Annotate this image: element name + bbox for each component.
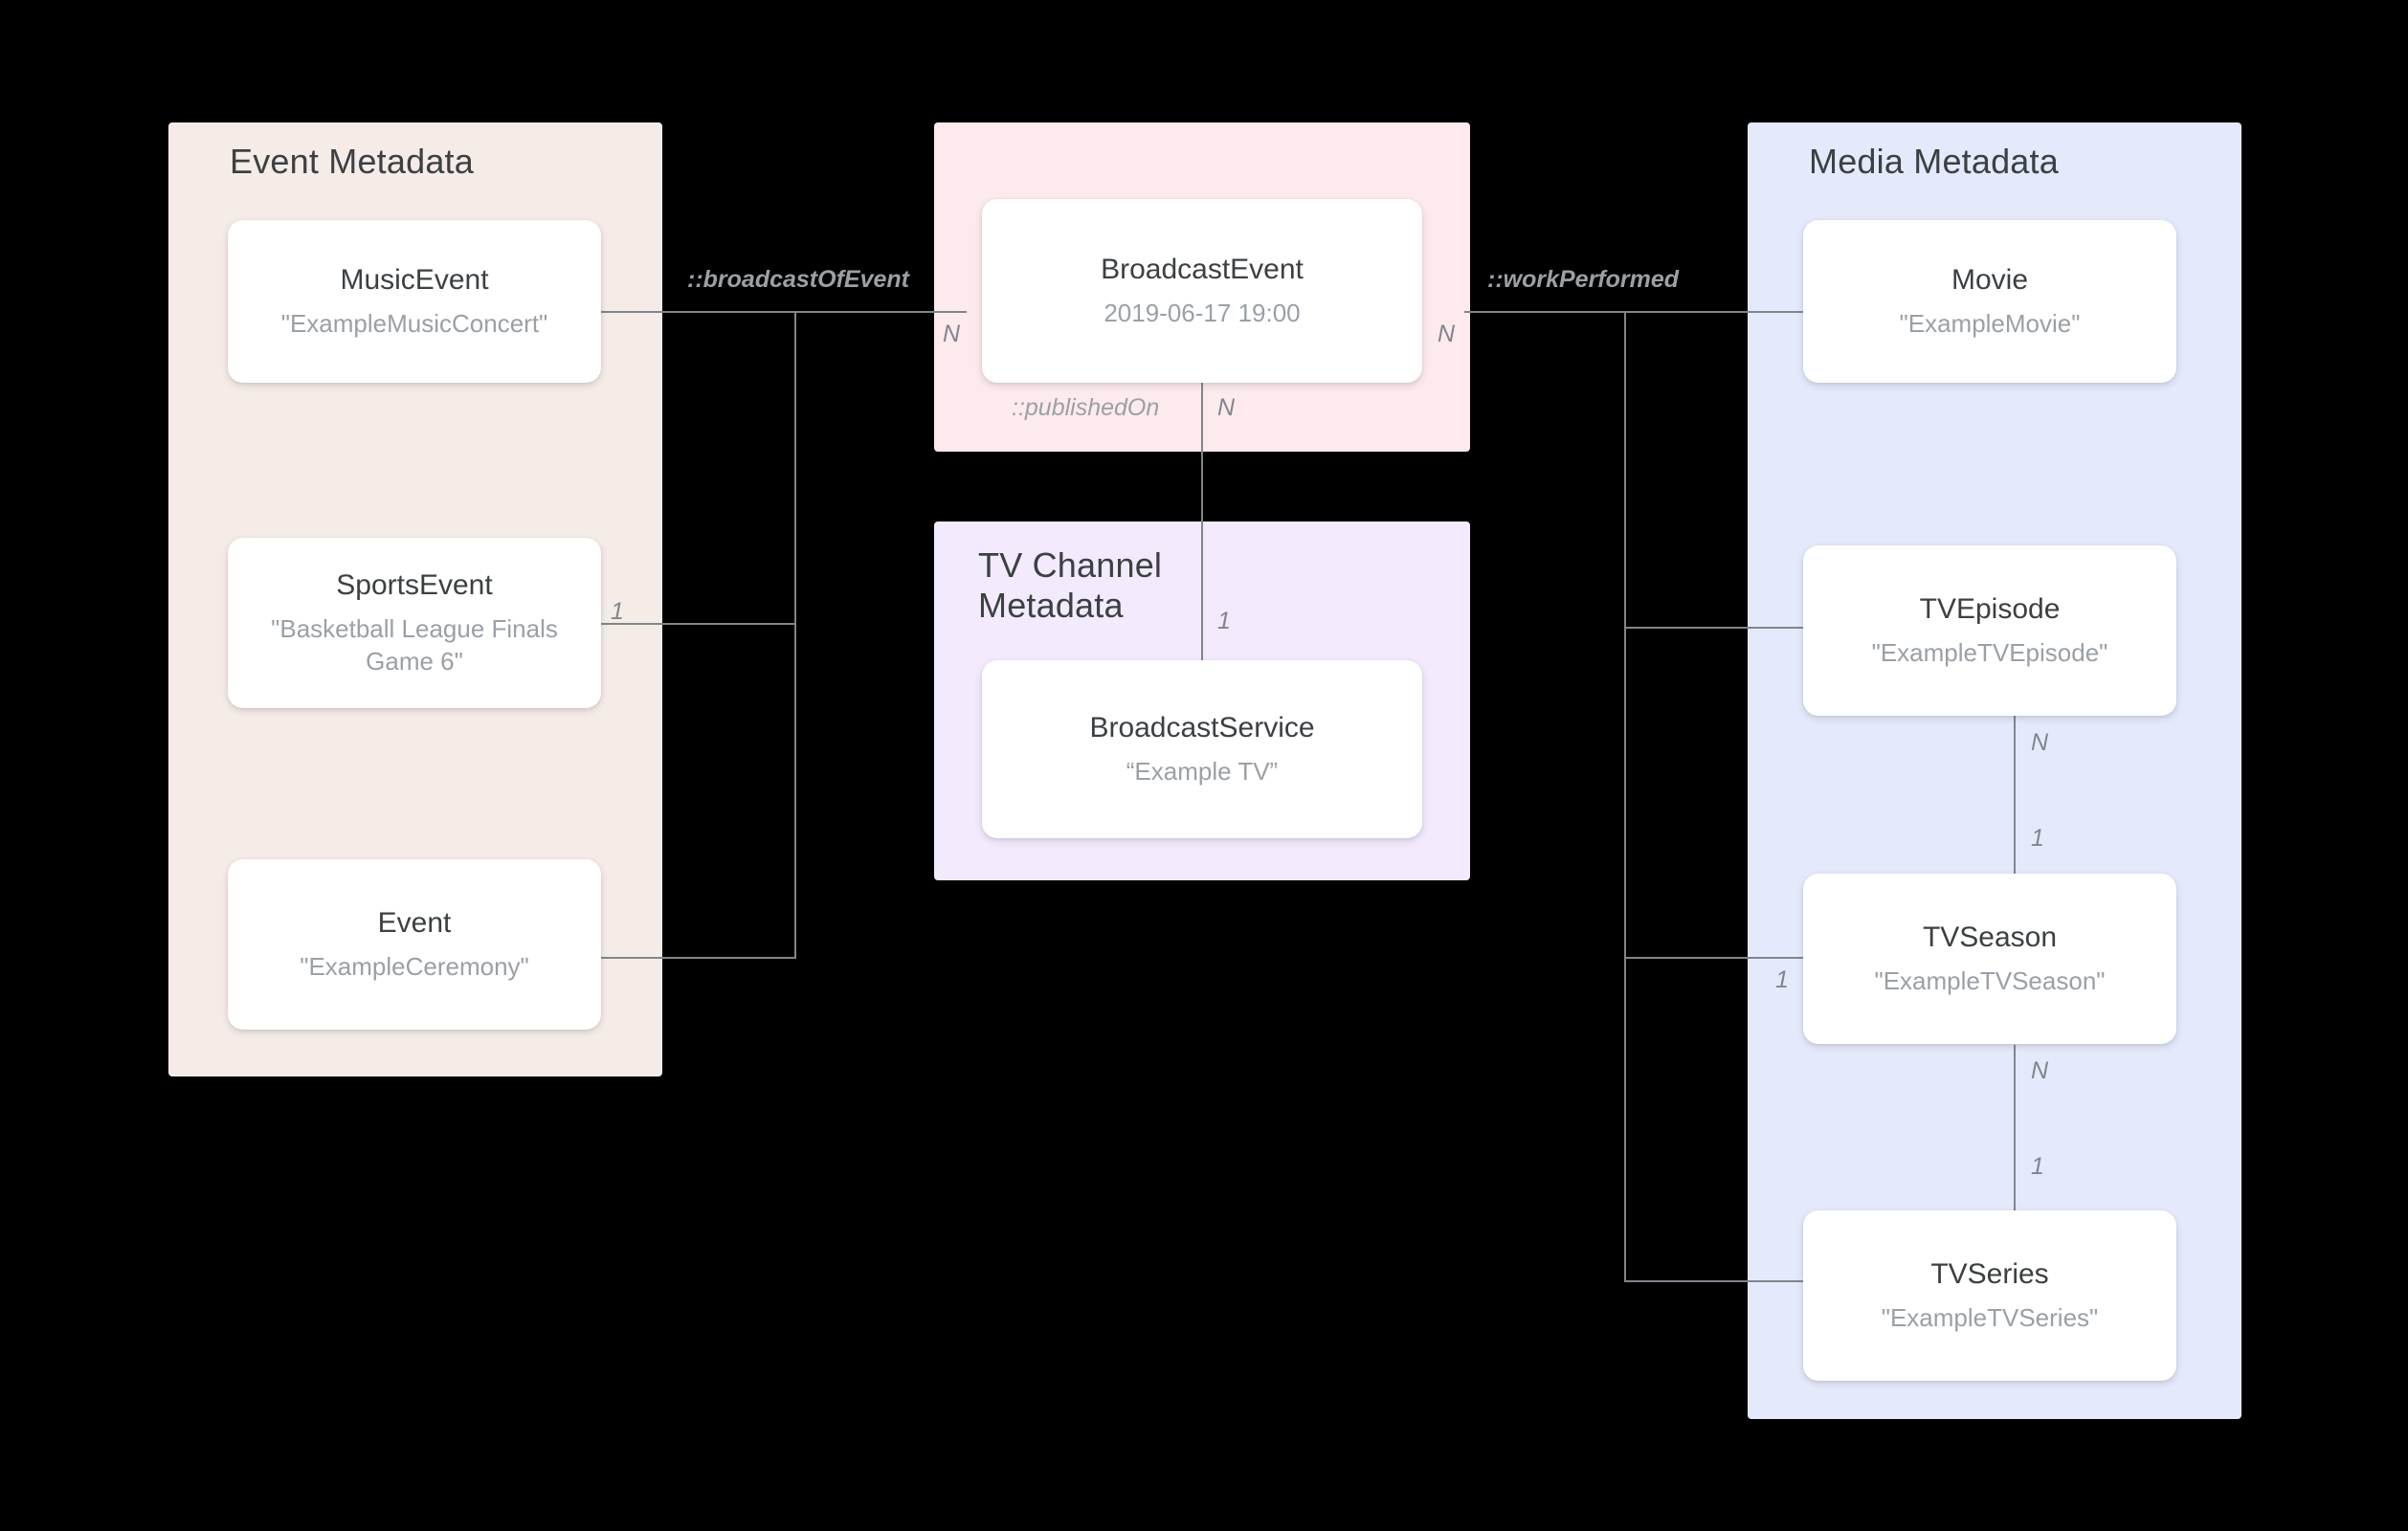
cardinality-tv-season-left: 1 bbox=[1775, 966, 1789, 993]
node-tv-series-title: TVSeries bbox=[1930, 1258, 2049, 1291]
edge-event-to-trunk bbox=[601, 957, 795, 959]
node-music-event-title: MusicEvent bbox=[340, 264, 489, 297]
node-broadcast-event-value: 2019-06-17 19:00 bbox=[1104, 298, 1301, 327]
node-tv-season-title: TVSeason bbox=[1922, 921, 2058, 954]
edge-broadcast-event-to-broadcast-service bbox=[1201, 383, 1203, 660]
node-sports-event[interactable]: SportsEvent "Basketball League Finals Ga… bbox=[228, 538, 601, 708]
node-broadcast-event[interactable]: BroadcastEvent 2019-06-17 19:00 bbox=[982, 199, 1422, 383]
node-tv-episode-title: TVEpisode bbox=[1919, 593, 2061, 626]
cardinality-tv-episode-bottom: N bbox=[2031, 729, 2049, 756]
node-tv-season[interactable]: TVSeason "ExampleTVSeason" bbox=[1803, 874, 2176, 1044]
node-music-event[interactable]: MusicEvent "ExampleMusicConcert" bbox=[228, 220, 601, 383]
edge-media-trunk-vertical bbox=[1624, 311, 1626, 1281]
edge-sports-event-to-trunk bbox=[601, 623, 795, 625]
edge-media-trunk-to-tv-season bbox=[1624, 957, 1803, 959]
node-sports-event-title: SportsEvent bbox=[336, 569, 493, 602]
cardinality-tv-season-bottom: N bbox=[2031, 1057, 2049, 1084]
edge-tv-season-to-tv-series bbox=[2014, 1045, 2016, 1224]
cardinality-broadcast-service-top: 1 bbox=[1217, 608, 1231, 634]
relation-label-work-performed: ::workPerformed bbox=[1487, 266, 1680, 293]
node-tv-episode-value: "ExampleTVEpisode" bbox=[1871, 637, 2108, 667]
edge-media-trunk-to-tv-series bbox=[1624, 1280, 1803, 1282]
relation-label-broadcast-of-event: ::broadcastOfEvent bbox=[687, 266, 909, 293]
node-broadcast-event-title: BroadcastEvent bbox=[1101, 254, 1304, 286]
cardinality-sports-event-left: 1 bbox=[611, 598, 624, 625]
edge-tv-episode-to-tv-season bbox=[2014, 716, 2016, 895]
node-broadcast-service[interactable]: BroadcastService “Example TV” bbox=[982, 660, 1422, 838]
cardinality-broadcast-event-bottom: N bbox=[1217, 394, 1236, 421]
cardinality-broadcast-event-right: N bbox=[1438, 321, 1456, 347]
node-event[interactable]: Event "ExampleCeremony" bbox=[228, 859, 601, 1030]
cardinality-tv-series-top: 1 bbox=[2031, 1153, 2044, 1180]
group-event-metadata-title: Event Metadata bbox=[230, 142, 474, 181]
edge-broadcast-event-to-media-trunk bbox=[1464, 311, 1811, 313]
node-tv-series[interactable]: TVSeries "ExampleTVSeries" bbox=[1803, 1210, 2176, 1381]
edge-trunk-to-broadcast-event bbox=[794, 311, 967, 313]
relation-label-published-on: ::publishedOn bbox=[1012, 394, 1160, 421]
node-event-value: "ExampleCeremony" bbox=[300, 951, 529, 981]
node-broadcast-service-title: BroadcastService bbox=[1089, 712, 1315, 744]
edge-event-trunk-vertical bbox=[794, 311, 796, 959]
node-event-title: Event bbox=[377, 907, 452, 940]
group-tv-channel-metadata-title: TV Channel Metadata bbox=[978, 545, 1163, 626]
node-movie-value: "ExampleMovie" bbox=[1899, 308, 2081, 338]
node-sports-event-value: "Basketball League Finals Game 6" bbox=[271, 613, 558, 676]
edge-media-trunk-to-tv-episode bbox=[1624, 627, 1803, 629]
node-tv-series-value: "ExampleTVSeries" bbox=[1881, 1302, 2099, 1332]
node-broadcast-service-value: “Example TV” bbox=[1126, 756, 1279, 786]
group-media-metadata-title: Media Metadata bbox=[1809, 142, 2059, 181]
node-movie[interactable]: Movie "ExampleMovie" bbox=[1803, 220, 2176, 383]
node-music-event-value: "ExampleMusicConcert" bbox=[280, 308, 548, 338]
cardinality-tv-season-top: 1 bbox=[2031, 825, 2044, 852]
cardinality-broadcast-event-left: N bbox=[943, 321, 961, 347]
node-tv-episode[interactable]: TVEpisode "ExampleTVEpisode" bbox=[1803, 545, 2176, 716]
node-movie-title: Movie bbox=[1951, 264, 2029, 297]
edge-music-event-to-trunk bbox=[601, 311, 795, 313]
node-tv-season-value: "ExampleTVSeason" bbox=[1874, 965, 2106, 995]
